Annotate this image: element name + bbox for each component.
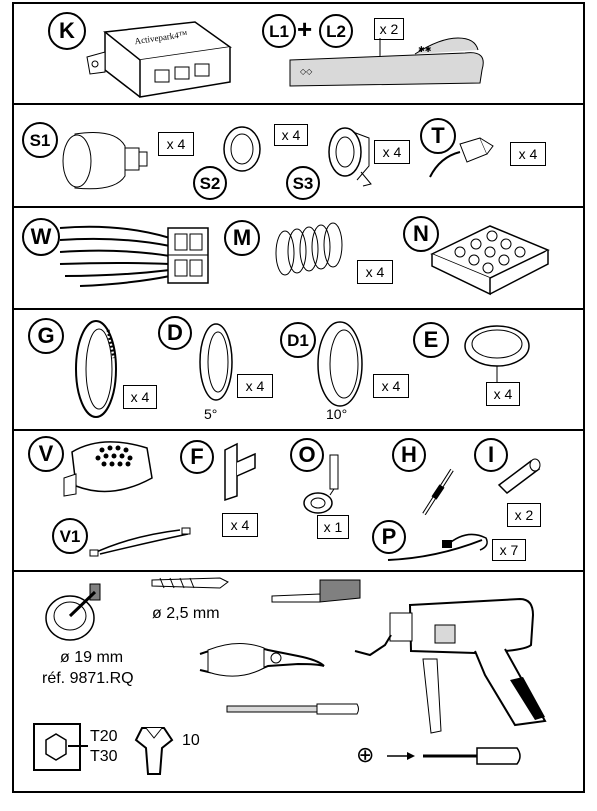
cable-tie-icon xyxy=(386,528,498,564)
cable-icon xyxy=(90,526,200,558)
hole-saw-icon xyxy=(40,578,110,646)
quantity-label: x 4 xyxy=(373,374,409,398)
drill-bit-size: ø 2,5 mm xyxy=(152,605,220,622)
section-divider xyxy=(12,308,585,310)
quantity-label: x 4 xyxy=(237,374,273,398)
part-label-g: G xyxy=(28,318,64,354)
wrench-size: 10 xyxy=(182,732,200,749)
part-label-m: M xyxy=(224,220,260,256)
part-label-i: I xyxy=(474,438,508,472)
sensor-icon xyxy=(55,126,150,194)
svg-text:◇◇: ◇◇ xyxy=(300,67,313,76)
angle-label: 10° xyxy=(326,406,348,422)
wrench-icon xyxy=(132,726,176,776)
part-label-t: T xyxy=(420,118,456,154)
part-label-f: F xyxy=(180,440,214,474)
quantity-label: x 4 xyxy=(374,140,410,164)
screw-ring-icon xyxy=(300,455,350,517)
quantity-label: x 4 xyxy=(486,382,520,406)
adhesive-clip-icon xyxy=(215,440,265,502)
torx-bit-icon xyxy=(32,722,112,774)
part-label-p: P xyxy=(372,520,406,554)
part-label-n: N xyxy=(403,216,439,252)
part-label-s1: S1 xyxy=(22,122,58,158)
connector-cable-icon xyxy=(425,132,510,180)
torx-size-1: T20 xyxy=(90,728,118,745)
ring-icon xyxy=(220,124,264,174)
hole-saw-reference: réf. 9871.RQ xyxy=(42,670,134,687)
spacer-ring-icon xyxy=(196,320,236,404)
part-label-s2: S2 xyxy=(193,166,227,200)
part-label-l1: L1 xyxy=(262,14,296,48)
svg-text:✱✱: ✱✱ xyxy=(418,45,432,54)
torx-size-2: T30 xyxy=(90,748,118,765)
part-label-v: V xyxy=(28,436,64,472)
part-label-s3: S3 xyxy=(286,166,320,200)
quantity-label: x 4 xyxy=(158,132,194,156)
part-label-v1: V1 xyxy=(52,518,88,554)
section-divider xyxy=(12,429,585,431)
crimping-pliers-icon xyxy=(198,636,326,684)
quantity-label: x 7 xyxy=(492,539,526,561)
plus-sign: + xyxy=(297,14,313,44)
part-label-l2: L2 xyxy=(319,14,353,48)
hole-saw-size: ø 19 mm xyxy=(60,649,124,666)
part-label-h: H xyxy=(392,438,426,472)
quantity-label: x 2 xyxy=(374,18,404,40)
section-divider xyxy=(12,206,585,208)
screwdriver-icon xyxy=(385,744,525,768)
gasket-ring-icon xyxy=(462,322,532,370)
ring-icon xyxy=(72,318,122,420)
section-divider xyxy=(12,570,585,572)
part-label-d: D xyxy=(158,316,192,350)
tape-strip-icon: ◇◇ ✱✱ xyxy=(290,38,490,98)
control-unit-icon: Activepark4™ xyxy=(85,12,235,100)
quantity-label: x 4 xyxy=(357,260,393,284)
file-tool-icon xyxy=(225,700,360,720)
quantity-label: x 4 xyxy=(274,124,308,146)
fuse-icon xyxy=(495,455,545,497)
diagram-frame xyxy=(12,2,585,793)
trim-tool-icon xyxy=(270,578,365,614)
part-label-e: E xyxy=(413,322,449,358)
part-label-d1: D1 xyxy=(280,322,316,358)
part-label-o: O xyxy=(290,438,324,472)
quantity-label: x 2 xyxy=(507,503,541,527)
spacer-ring-icon xyxy=(312,318,372,410)
phillips-symbol: ⊕ xyxy=(356,742,375,767)
wiring-harness-icon xyxy=(60,218,215,290)
power-drill-icon xyxy=(355,585,553,735)
section-divider xyxy=(12,103,585,105)
quantity-label: x 4 xyxy=(510,142,546,166)
buzzer-icon xyxy=(62,438,162,500)
sensor-holder-icon xyxy=(325,124,375,188)
angle-label: 5° xyxy=(204,406,218,422)
part-label-w: W xyxy=(22,218,60,256)
foam-pad-icon xyxy=(430,224,550,296)
drill-bit-icon xyxy=(150,572,230,594)
part-label-k: K xyxy=(48,12,86,50)
quantity-label: x 4 xyxy=(123,385,157,409)
coil-icon xyxy=(270,218,350,278)
quantity-label: x 1 xyxy=(317,515,349,539)
quantity-label: x 4 xyxy=(222,513,258,537)
pin-tool-icon xyxy=(420,466,456,518)
